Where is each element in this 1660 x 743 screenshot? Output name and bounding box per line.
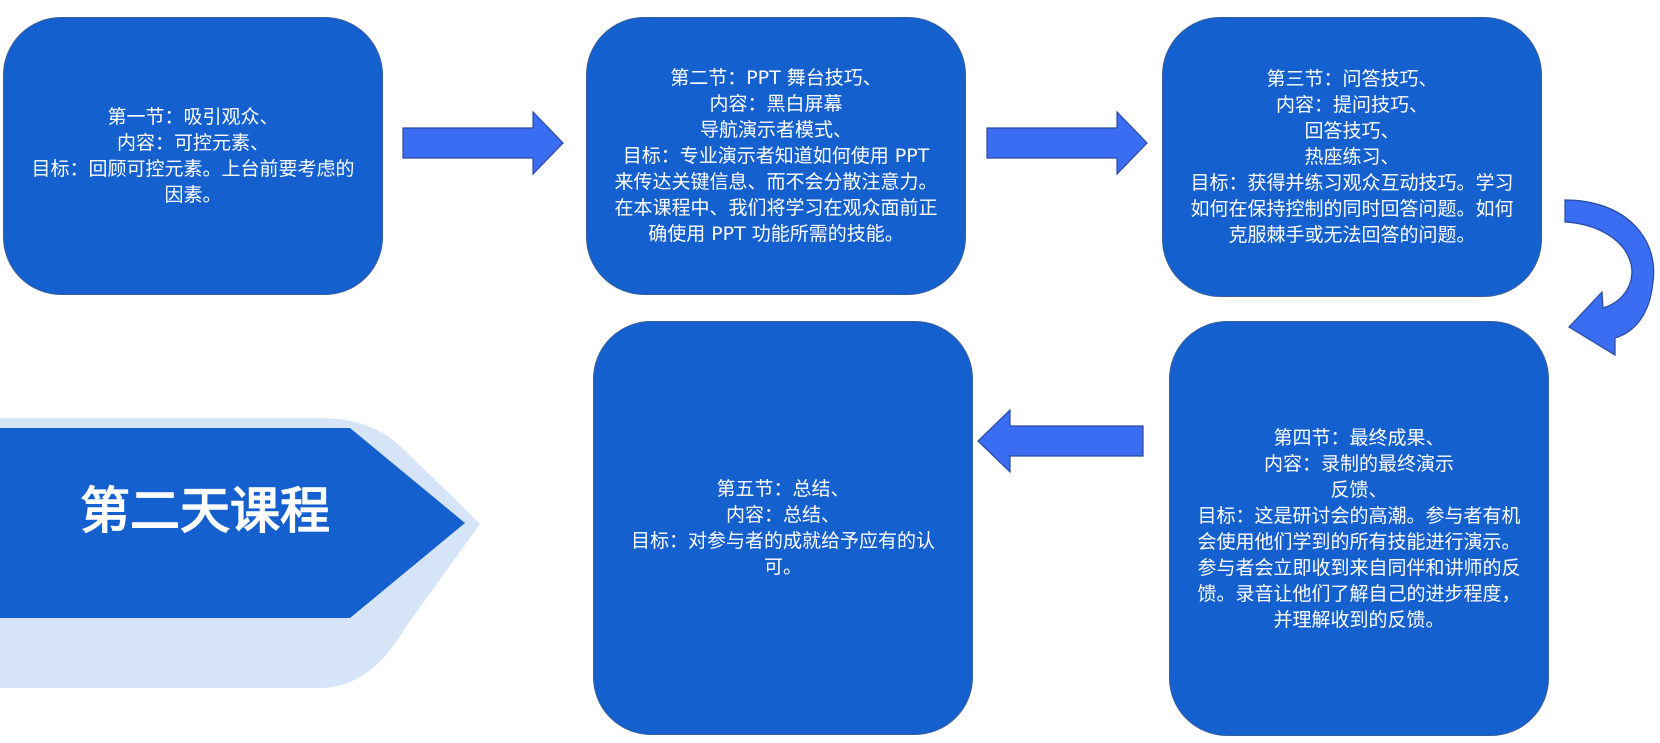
arrow-left-shape — [977, 408, 1144, 474]
section-4-goal: 目标：这是研讨会的高潮。参与者有机会使用他们学到的所有技能进行演示。参与者会立即… — [1197, 504, 1521, 631]
section-4-node[interactable]: 第四节：最终成果、 内容：录制的最终演示 反馈、 目标：这是研讨会的高潮。参与者… — [1169, 321, 1549, 736]
section-3-node[interactable]: 第三节：问答技巧、 内容：提问技巧、 回答技巧、 热座练习、 目标：获得并练习观… — [1162, 17, 1542, 297]
section-5-goal: 目标：对参与者的成就给予应有的认可。 — [630, 530, 935, 578]
section-4-heading: 第四节：最终成果、 — [1273, 426, 1445, 449]
section-1-goal: 目标：回顾可控元素。上台前要考虑的因素。 — [31, 158, 355, 206]
section-2-content-item: 导航演示者模式、 — [699, 119, 852, 141]
section-4-content: 内容：录制的最终演示 — [1263, 452, 1454, 475]
day-banner — [0, 418, 480, 688]
banner-front-shape — [0, 428, 465, 618]
section-5-heading: 第五节：总结、 — [716, 478, 850, 500]
section-5-content: 内容：总结、 — [725, 504, 840, 526]
section-1-heading: 第一节：吸引观众、 — [107, 106, 279, 128]
section-3-content-item: 回答技巧、 — [1304, 120, 1400, 142]
arrow-right-shape — [986, 110, 1148, 176]
arrow-right-shape — [402, 110, 564, 176]
curved-arrow-shape — [1564, 199, 1655, 357]
section-1-node[interactable]: 第一节：吸引观众、 内容：可控元素、 目标：回顾可控元素。上台前要考虑的因素。 — [3, 17, 383, 295]
section-2-node[interactable]: 第二节：PPT 舞台技巧、 内容：黑白屏幕 导航演示者模式、 目标：专业演示者知… — [586, 17, 966, 295]
section-2-heading: 第二节：PPT 舞台技巧、 — [670, 67, 882, 89]
arrow-section-2-to-3 — [986, 110, 1148, 176]
section-3-content-item: 热座练习、 — [1304, 146, 1400, 168]
arrow-section-1-to-2 — [402, 110, 564, 176]
section-2-goal: 目标：专业演示者知道如何使用 PPT 来传达关键信息、而不会分散注意力。在本课程… — [614, 145, 938, 245]
section-3-heading: 第三节：问答技巧、 — [1266, 68, 1438, 90]
day-title: 第二天课程 — [80, 482, 330, 540]
arrow-section-3-to-4 — [1564, 199, 1655, 357]
arrow-section-4-to-5 — [977, 408, 1144, 474]
section-1-content: 内容：可控元素、 — [116, 132, 269, 154]
section-3-goal: 目标：获得并练习观众互动技巧。学习如何在保持控制的同时回答问题。如何克服棘手或无… — [1190, 172, 1514, 246]
section-2-content: 内容：黑白屏幕 — [709, 93, 843, 115]
section-3-content: 内容：提问技巧、 — [1275, 94, 1428, 116]
section-4-content-item: 反馈、 — [1330, 478, 1388, 501]
section-5-node[interactable]: 第五节：总结、 内容：总结、 目标：对参与者的成就给予应有的认可。 — [593, 321, 973, 735]
